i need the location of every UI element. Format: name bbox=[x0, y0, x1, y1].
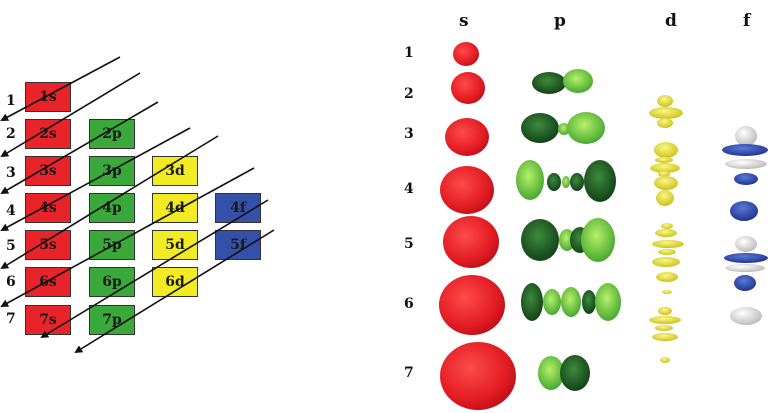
p-orbital-3 bbox=[521, 112, 605, 144]
subshell-box-5d: 5d bbox=[152, 230, 198, 260]
filling-arrow-7 bbox=[40, 199, 269, 339]
aufbau-row-label-1: 1 bbox=[6, 93, 16, 109]
aufbau-row-label-5: 5 bbox=[6, 238, 16, 254]
column-header-s: s bbox=[459, 11, 469, 31]
column-header-d: d bbox=[665, 11, 677, 31]
subshell-box-4p: 4p bbox=[89, 193, 135, 223]
filling-arrow-4 bbox=[0, 127, 191, 231]
subshell-box-5f: 5f bbox=[215, 230, 261, 260]
s-orbital-4 bbox=[440, 166, 494, 214]
subshell-box-4d: 4d bbox=[152, 193, 198, 223]
p-orbital-5 bbox=[521, 218, 615, 262]
subshell-box-2p: 2p bbox=[89, 119, 135, 149]
subshell-box-6s: 6s bbox=[25, 267, 71, 297]
s-orbital-7 bbox=[440, 342, 516, 410]
filling-arrow-6 bbox=[0, 167, 255, 307]
p-orbital-4 bbox=[516, 160, 616, 202]
aufbau-row-label-4: 4 bbox=[6, 203, 16, 219]
subshell-box-6p: 6p bbox=[89, 267, 135, 297]
p-orbital-6 bbox=[521, 283, 621, 321]
f-orbital-4 bbox=[722, 126, 768, 221]
s-orbital-6 bbox=[439, 275, 505, 335]
s-orbital-5 bbox=[443, 216, 499, 268]
d-orbital-4 bbox=[650, 142, 680, 206]
orbital-row-label-5: 5 bbox=[404, 236, 414, 252]
orbital-row-label-7: 7 bbox=[404, 365, 414, 381]
d-orbital-6 bbox=[649, 307, 681, 363]
orbital-row-label-3: 3 bbox=[404, 126, 414, 142]
subshell-box-3p: 3p bbox=[89, 156, 135, 186]
subshell-box-3s: 3s bbox=[25, 156, 71, 186]
filling-arrow-5 bbox=[0, 135, 219, 270]
aufbau-row-label-3: 3 bbox=[6, 165, 16, 181]
aufbau-row-label-6: 6 bbox=[6, 274, 16, 290]
filling-arrow-8 bbox=[74, 229, 275, 354]
s-orbital-1 bbox=[453, 42, 479, 66]
filling-arrow-3 bbox=[0, 101, 159, 195]
orbital-row-label-6: 6 bbox=[404, 296, 414, 312]
aufbau-row-label-7: 7 bbox=[6, 311, 16, 327]
f-orbital-5 bbox=[724, 236, 768, 325]
filling-arrow-2 bbox=[0, 72, 141, 158]
subshell-box-6d: 6d bbox=[152, 267, 198, 297]
s-orbital-2 bbox=[451, 72, 485, 104]
subshell-box-4s: 4s bbox=[25, 193, 71, 223]
filling-arrow-1 bbox=[0, 56, 121, 121]
subshell-box-5s: 5s bbox=[25, 230, 71, 260]
p-orbital-2 bbox=[532, 69, 593, 94]
p-orbital-7 bbox=[538, 355, 590, 391]
column-header-f: f bbox=[743, 11, 751, 31]
subshell-box-2s: 2s bbox=[25, 119, 71, 149]
orbital-row-label-2: 2 bbox=[404, 86, 414, 102]
s-orbital-3 bbox=[445, 118, 489, 156]
aufbau-row-label-2: 2 bbox=[6, 126, 16, 142]
orbital-row-label-1: 1 bbox=[404, 45, 414, 61]
orbital-row-label-4: 4 bbox=[404, 181, 414, 197]
d-orbital-5 bbox=[652, 223, 684, 294]
d-orbital-3 bbox=[649, 95, 683, 128]
column-header-p: p bbox=[554, 11, 566, 31]
